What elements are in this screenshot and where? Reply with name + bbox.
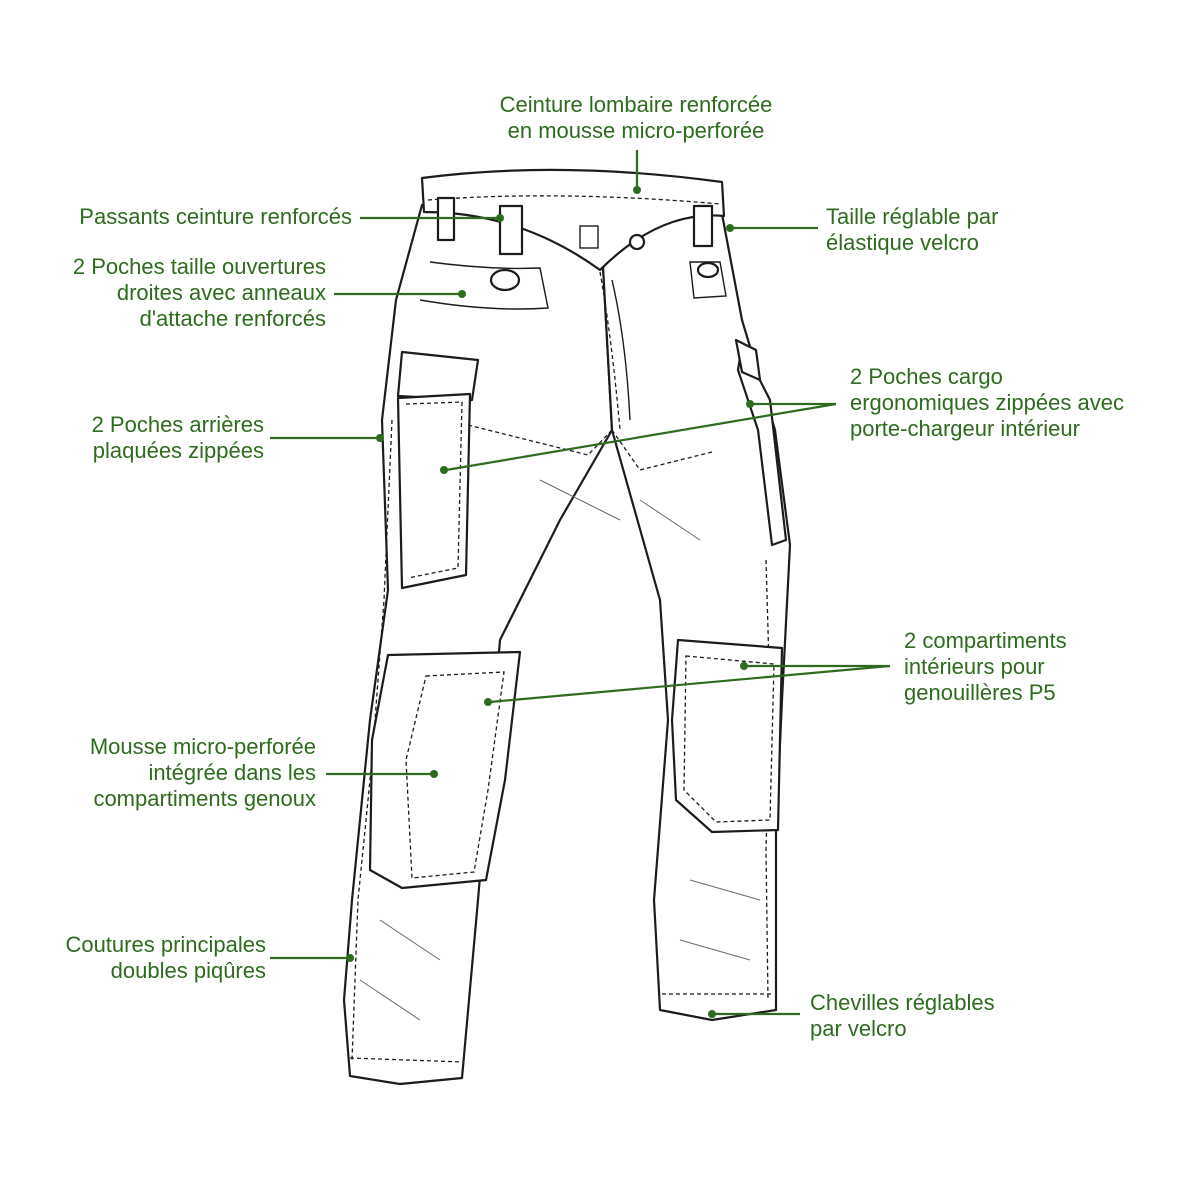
fly-seam <box>599 271 621 431</box>
label-line: Taille réglable par <box>826 204 999 229</box>
back-pocket-flap <box>396 350 480 402</box>
left-leg <box>342 203 614 1086</box>
label-knee-foam: Mousse micro-perforée intégrée dans les … <box>20 734 316 812</box>
waist-pocket-right <box>689 261 727 299</box>
hem-left <box>349 1057 463 1063</box>
label-line: intégrée dans les <box>148 760 316 785</box>
right-leg <box>598 210 792 1022</box>
label-line: ergonomiques zippées avec <box>850 390 1124 415</box>
label-line: d'attache renforcés <box>139 306 326 331</box>
label-knee-compartments: 2 compartiments intérieurs pour genouill… <box>904 628 1190 706</box>
label-waistband: Ceinture lombaire renforcée en mousse mi… <box>476 92 796 144</box>
label-ankles: Chevilles réglables par velcro <box>810 990 1150 1042</box>
knee-panel-left <box>368 650 522 890</box>
back-pocket <box>396 392 472 590</box>
side-seam-left <box>351 419 393 1061</box>
d-ring-left <box>489 268 521 292</box>
label-line: 2 Poches taille ouvertures <box>72 254 326 279</box>
label-line: Passants ceinture renforcés <box>79 204 352 229</box>
velcro-tab <box>579 225 599 249</box>
label-line: en mousse micro-perforée <box>507 118 765 143</box>
label-line: Mousse micro-perforée <box>89 734 316 759</box>
label-line: 2 Poches cargo <box>850 364 1003 389</box>
label-adjustable-waist: Taille réglable par élastique velcro <box>826 204 1166 256</box>
belt-loop-right <box>692 204 714 248</box>
label-line: par velcro <box>810 1016 907 1041</box>
label-line: plaquées zippées <box>92 438 264 463</box>
leader-lines <box>270 150 891 1018</box>
label-line: Coutures principales <box>65 932 266 957</box>
label-line: compartiments genoux <box>93 786 316 811</box>
label-line: 2 Poches arrières <box>91 412 264 437</box>
label-line: Ceinture lombaire renforcée <box>499 92 773 117</box>
label-line: porte-chargeur intérieur <box>850 416 1080 441</box>
cargo-pocket-flap <box>734 338 762 382</box>
belt-loop-center <box>498 204 524 256</box>
label-line: droites avec anneaux <box>116 280 326 305</box>
d-ring-right <box>696 261 720 279</box>
label-belt-loops: Passants ceinture renforcés <box>20 204 352 230</box>
label-line: genouillères P5 <box>904 680 1056 705</box>
label-back-pockets: 2 Poches arrières plaquées zippées <box>20 412 264 464</box>
cargo-pocket <box>736 343 788 547</box>
label-waist-pockets: 2 Poches taille ouvertures droites avec … <box>20 254 326 332</box>
waist-pocket-left <box>419 261 549 310</box>
label-cargo-pockets: 2 Poches cargo ergonomiques zippées avec… <box>850 364 1190 442</box>
waist-button <box>628 233 646 251</box>
label-line: intérieurs pour <box>904 654 1045 679</box>
label-line: élastique velcro <box>826 230 979 255</box>
label-line: doubles piqûres <box>110 958 266 983</box>
label-main-seams: Coutures principales doubles piqûres <box>20 932 266 984</box>
label-line: Chevilles réglables <box>810 990 995 1015</box>
label-line: 2 compartiments <box>904 628 1067 653</box>
knee-panel-right <box>670 638 784 834</box>
side-seam-right <box>765 559 771 1001</box>
